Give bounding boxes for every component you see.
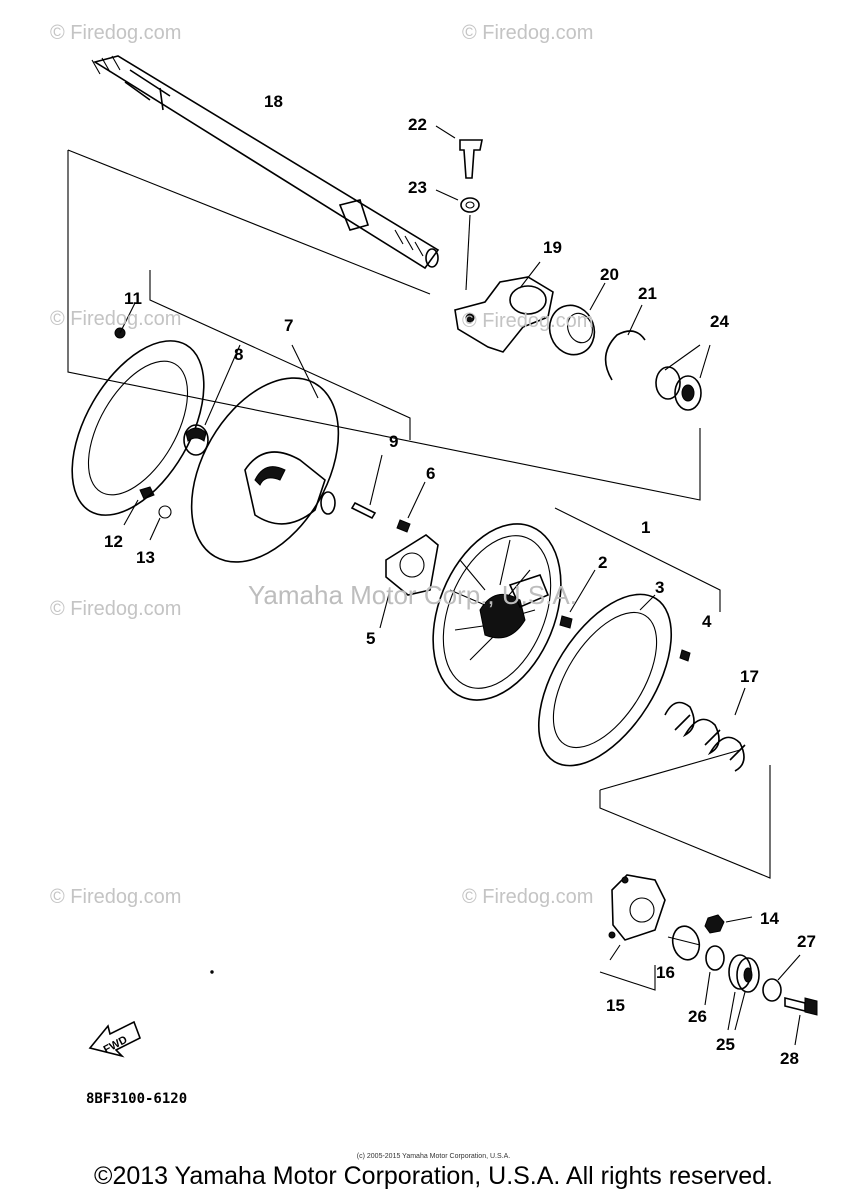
screw-6 xyxy=(396,481,426,533)
callout-9: 9 xyxy=(389,432,399,451)
collar-26 xyxy=(704,945,725,1006)
callout-26: 26 xyxy=(688,1007,707,1026)
disc-plate-left xyxy=(71,340,205,516)
collars-24 xyxy=(655,344,711,411)
callout-4: 4 xyxy=(702,612,712,631)
callout-21: 21 xyxy=(638,284,657,303)
washer-27 xyxy=(762,954,801,1002)
bolt-28 xyxy=(784,996,818,1046)
disc-plate-3 xyxy=(537,593,673,767)
watermark: © Firedog.com xyxy=(50,22,182,44)
nut-14 xyxy=(704,914,753,934)
callout-12: 12 xyxy=(104,532,123,551)
bushing-8 xyxy=(183,344,241,456)
watermark: © Firedog.com xyxy=(50,598,182,620)
plate-5 xyxy=(379,534,439,629)
small-copyright: (c) 2005-2015 Yamaha Motor Corporation, … xyxy=(356,1153,511,1160)
washers-25 xyxy=(727,954,760,1031)
washer-23 xyxy=(435,189,480,291)
pin-9 xyxy=(350,454,383,520)
screw-11 xyxy=(114,302,136,339)
watermark: © Firedog.com xyxy=(462,310,594,332)
secondary-shaft-18 xyxy=(91,55,440,270)
copyright-notice: ©2013 Yamaha Motor Corporation, U.S.A. A… xyxy=(94,1162,773,1190)
movable-sheave-1 xyxy=(432,523,562,701)
bearing-20 xyxy=(548,282,606,356)
callout-1: 1 xyxy=(641,518,651,537)
callout-16: 16 xyxy=(656,963,675,982)
callout-22: 22 xyxy=(408,115,427,134)
circlip-21 xyxy=(604,304,646,381)
callout-14: 14 xyxy=(760,909,779,928)
callout-19: 19 xyxy=(543,238,562,257)
fixed-sheave-7 xyxy=(190,344,340,563)
spring-17 xyxy=(664,687,746,772)
callout-7: 7 xyxy=(284,316,294,335)
fwd-arrow-icon xyxy=(88,1020,142,1058)
callout-18: 18 xyxy=(264,92,283,111)
watermark: © Firedog.com xyxy=(50,886,182,908)
callout-3: 3 xyxy=(655,578,665,597)
part-code: 8BF3100-6120 xyxy=(86,1091,188,1107)
bolt-22 xyxy=(435,125,483,179)
callout-23: 23 xyxy=(408,178,427,197)
callout-27: 27 xyxy=(797,932,816,951)
bolt-12 xyxy=(123,486,155,526)
callout-25: 25 xyxy=(716,1035,735,1054)
callout-6: 6 xyxy=(426,464,436,483)
ghost-watermark: Yamaha Motor Corp., U.S.A. xyxy=(248,580,577,610)
watermark: © Firedog.com xyxy=(462,22,594,44)
screw-2 xyxy=(559,569,596,629)
washer-13 xyxy=(149,505,172,541)
assembly-brackets xyxy=(67,149,771,991)
watermark: © Firedog.com xyxy=(462,886,594,908)
bushing-16 xyxy=(667,925,701,961)
callout-13: 13 xyxy=(136,548,155,567)
callout-24: 24 xyxy=(710,312,729,331)
callout-28: 28 xyxy=(780,1049,799,1068)
callout-5: 5 xyxy=(366,629,376,648)
callout-2: 2 xyxy=(598,553,608,572)
callout-15: 15 xyxy=(606,996,625,1015)
screw-4 xyxy=(679,649,691,662)
callout-20: 20 xyxy=(600,265,619,284)
bearing-housing-19 xyxy=(454,261,554,353)
callout-8: 8 xyxy=(234,345,244,364)
callout-11: 11 xyxy=(124,289,142,308)
cam-15 xyxy=(608,874,666,961)
watermark: © Firedog.com xyxy=(50,308,182,330)
callout-17: 17 xyxy=(740,667,759,686)
